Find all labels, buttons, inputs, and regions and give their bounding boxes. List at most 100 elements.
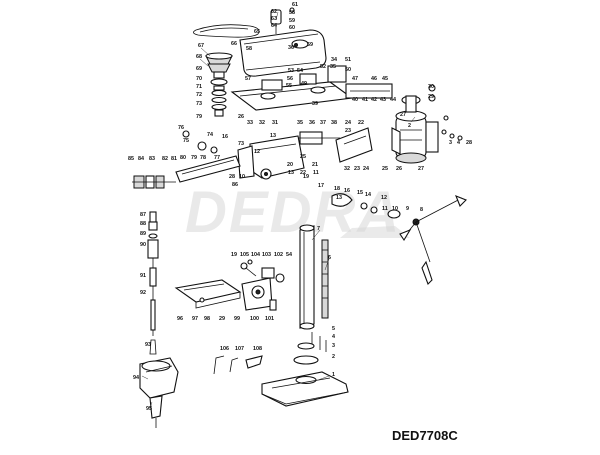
part-label: 41 [362, 97, 368, 103]
base [261, 371, 349, 407]
part-label: 18 [334, 186, 340, 192]
part-label: 62 [271, 9, 277, 15]
part-label: 80 [180, 155, 186, 161]
part-label: 26 [396, 166, 402, 172]
part-label: 90 [140, 242, 146, 248]
part-label: 43 [380, 97, 386, 103]
part-label: 64 [271, 23, 277, 29]
part-label: 54 [286, 252, 292, 258]
hex-keys [213, 355, 263, 375]
part-label: 79 [196, 114, 202, 120]
part-label: 63 [271, 16, 277, 22]
part-label: 11 [313, 170, 319, 176]
part-label: 3 [449, 140, 452, 146]
part-label: 74 [207, 132, 213, 138]
spindle [147, 211, 159, 336]
part-label: 36 [309, 120, 315, 126]
watermark-swoosh-icon [340, 226, 410, 238]
part-label: 101 [265, 316, 274, 322]
table-bracket [241, 267, 285, 311]
part-label: 23 [354, 166, 360, 172]
part-label: 29 [219, 316, 225, 322]
part-label: 28 [466, 140, 472, 146]
part-label: 22 [358, 120, 364, 126]
part-label: 83 [149, 156, 155, 162]
belt-cover [239, 29, 327, 77]
knob-top [270, 7, 295, 34]
part-label: 13 [288, 170, 294, 176]
feed-handle [331, 193, 467, 285]
part-label: 4 [457, 140, 460, 146]
part-label: 34 [331, 57, 337, 63]
part-label: 47 [352, 76, 358, 82]
part-label: 45 [382, 76, 388, 82]
part-label: 95 [146, 406, 152, 412]
part-label: 21 [312, 162, 318, 168]
part-label: 107 [235, 346, 244, 352]
part-label: 67 [198, 43, 204, 49]
part-label: 71 [196, 84, 202, 90]
part-label: 106 [220, 346, 229, 352]
part-label: 6 [328, 255, 331, 261]
table-crank [240, 259, 257, 277]
motor [391, 95, 439, 164]
part-label: 56 [287, 76, 293, 82]
chuck-key [149, 339, 157, 355]
part-label: 66 [231, 41, 237, 47]
part-label: 12 [381, 195, 387, 201]
part-label: 78 [200, 155, 206, 161]
part-label: 35 [297, 120, 303, 126]
part-label: 38 [331, 120, 337, 126]
part-label: 73 [238, 141, 244, 147]
part-label: 27 [418, 166, 424, 172]
motor-bracket [296, 127, 373, 163]
part-label: 97 [192, 316, 198, 322]
part-label: 54 [297, 68, 303, 74]
part-label: 88 [140, 221, 146, 227]
belt-cover-base-plate [230, 73, 354, 111]
part-label: 65 [254, 29, 260, 35]
model-code: DED7708C [392, 428, 458, 443]
part-label: 68 [196, 54, 202, 60]
part-label: 19 [303, 174, 309, 180]
part-label: 79 [191, 155, 197, 161]
chuck-guard [139, 357, 179, 399]
part-label: 32 [259, 120, 265, 126]
motor-screws [428, 84, 463, 141]
part-label: 10 [392, 206, 398, 212]
part-label: 35 [330, 64, 336, 70]
part-label: 59 [307, 42, 313, 48]
part-label: 16 [344, 188, 350, 194]
part-label: 93 [145, 342, 151, 348]
part-label: 86 [232, 182, 238, 188]
part-label: 91 [140, 273, 146, 279]
quill-assembly [175, 130, 241, 183]
part-label: 98 [204, 316, 210, 322]
part-label: 81 [171, 156, 177, 162]
part-label: 3 [332, 343, 335, 349]
part-label: 102 [274, 252, 283, 258]
part-label: 52 [320, 64, 326, 70]
part-label: 31 [272, 120, 278, 126]
part-label: 84 [138, 156, 144, 162]
part-label: 33 [247, 120, 253, 126]
part-label: 61 [292, 2, 298, 8]
part-label: 40 [352, 97, 358, 103]
part-label: 2 [408, 123, 411, 129]
part-label: 13 [336, 195, 342, 201]
part-label: 39 [312, 101, 318, 107]
part-label: 16 [222, 134, 228, 140]
part-label: 23 [345, 128, 351, 134]
part-label: 46 [371, 76, 377, 82]
part-label: 85 [128, 156, 134, 162]
part-label: 11 [382, 206, 388, 212]
part-label: 104 [251, 252, 260, 258]
drill-chuck [149, 395, 163, 428]
part-label: 12 [254, 149, 260, 155]
part-label: 8 [420, 207, 423, 213]
part-label: 37 [320, 120, 326, 126]
part-label: 77 [214, 155, 220, 161]
